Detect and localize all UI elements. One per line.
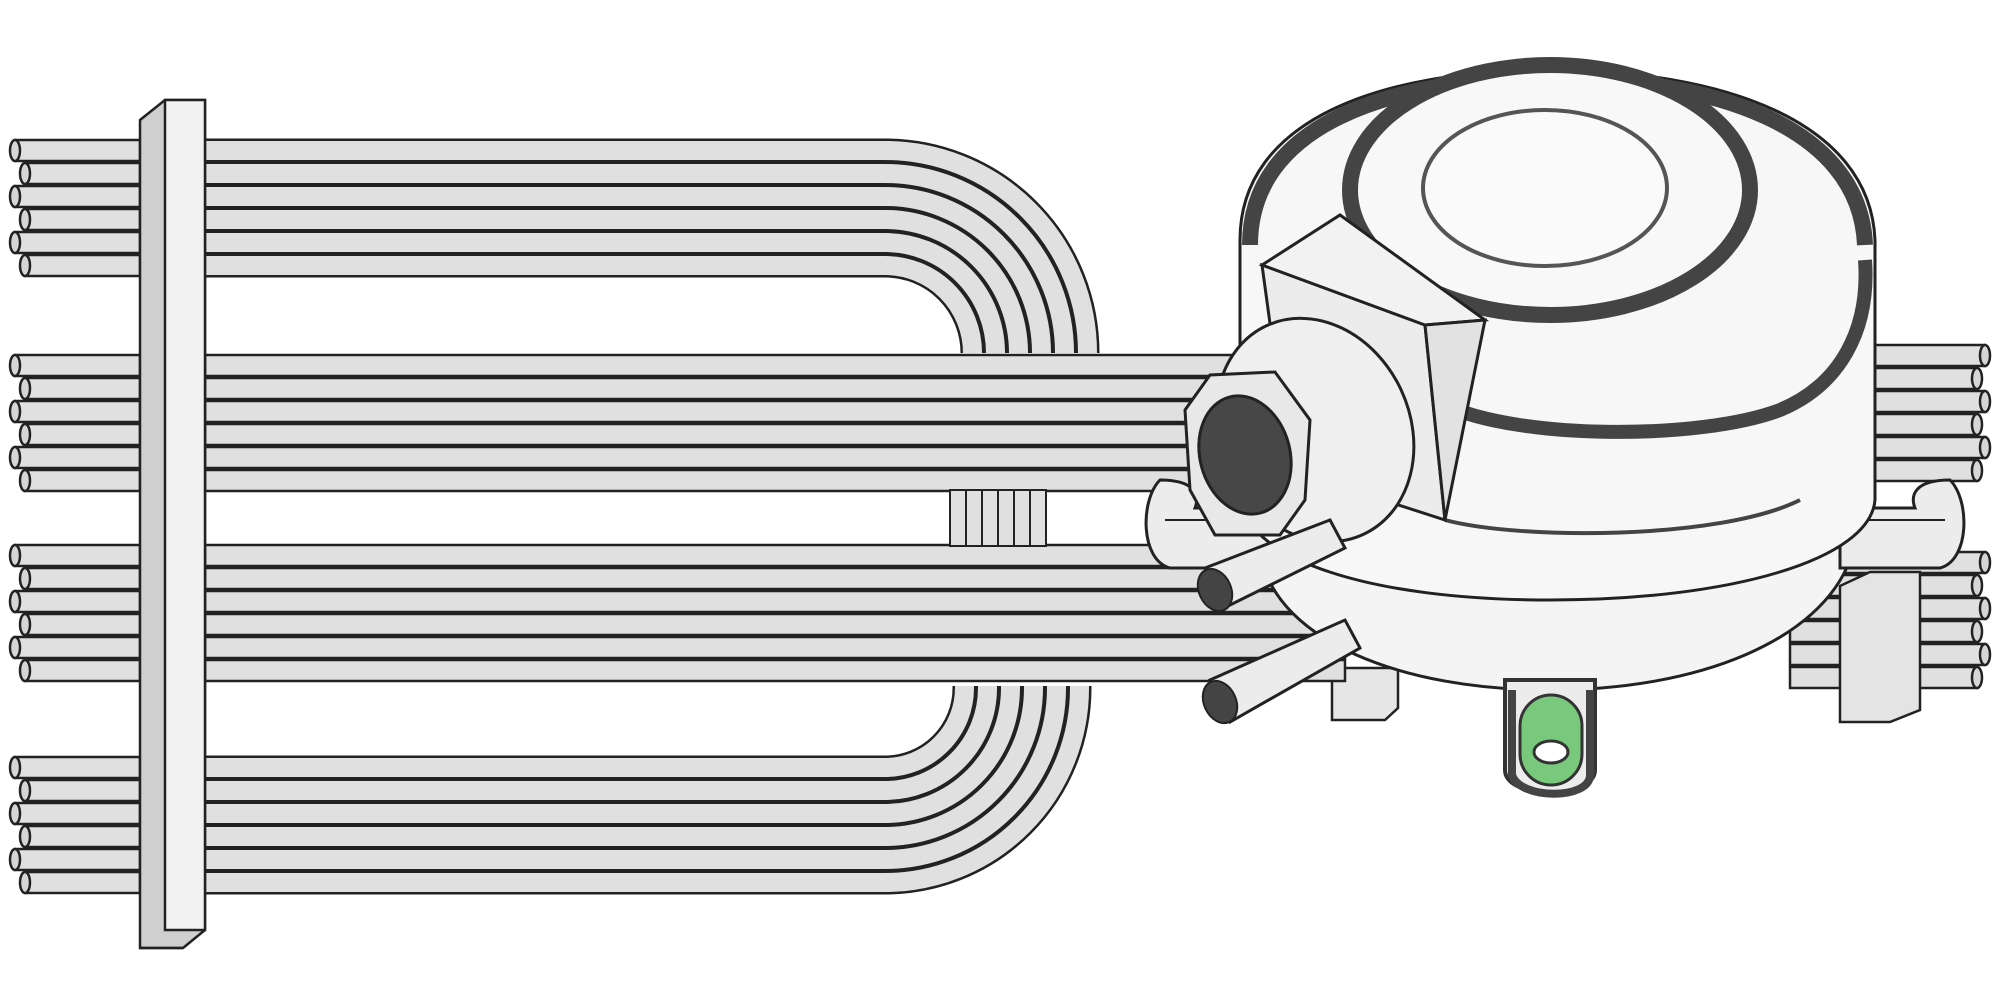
pressure-switch (1144, 57, 1966, 798)
tube-end (23, 870, 142, 895)
heater-tube (203, 658, 1347, 683)
tube-bundle (203, 138, 1347, 895)
heater-tube (203, 376, 1252, 401)
tube-end (13, 755, 142, 780)
heater-tube (203, 468, 1252, 493)
switch-cap-inner (1421, 108, 1669, 268)
tube-end (13, 230, 142, 255)
pressure-port-lower (1201, 618, 1363, 725)
heater-tube (203, 399, 1252, 424)
tube-end (13, 138, 142, 163)
tube-end (13, 543, 142, 568)
heater-tube (203, 353, 1252, 378)
tube-end (23, 161, 142, 186)
tube-end (13, 184, 142, 209)
tube-end (23, 778, 142, 803)
tube-end (13, 399, 142, 424)
terminal-hole (1532, 739, 1570, 765)
tube-end (23, 422, 142, 447)
heater-tube (203, 445, 1252, 470)
bridge-tube (1013, 489, 1031, 547)
bridge-tube (1029, 489, 1047, 547)
tube-end (23, 612, 142, 637)
heater-tube (203, 635, 1347, 660)
heater-tube (203, 566, 1347, 591)
switch-band (1442, 259, 1873, 439)
bridge-tube (965, 489, 983, 547)
bridge-tube (997, 489, 1015, 547)
tube-end (13, 801, 142, 826)
heater-tube (203, 422, 1252, 447)
heater-tube (203, 589, 1347, 614)
tube-end (13, 589, 142, 614)
tube-end (23, 566, 142, 591)
mounting-tab-right (1838, 478, 1966, 570)
heater-tube (203, 612, 1347, 637)
bank-bridge (949, 489, 1047, 547)
bridge-tube (981, 489, 999, 547)
lower-u-loop (205, 686, 1092, 895)
bridge-tube (949, 489, 967, 547)
gland-opening (1197, 394, 1293, 516)
tube-end (13, 353, 142, 378)
tube-end (13, 847, 142, 872)
tube-end (13, 445, 142, 470)
pressure-port-upper (1196, 518, 1348, 613)
tube-end (23, 207, 142, 232)
cable-gland (1183, 316, 1416, 544)
tube-end (23, 824, 142, 849)
tube-end (23, 468, 142, 493)
tube-bank-2 (203, 353, 1252, 493)
tube-end (13, 635, 142, 660)
upper-u-loop (205, 138, 1100, 354)
heater-element (8, 98, 1992, 950)
tube-end (23, 376, 142, 401)
tube-end (23, 658, 142, 683)
tube-end (23, 253, 142, 278)
terminal-lug (1503, 678, 1597, 798)
left-support-plate (138, 98, 207, 950)
